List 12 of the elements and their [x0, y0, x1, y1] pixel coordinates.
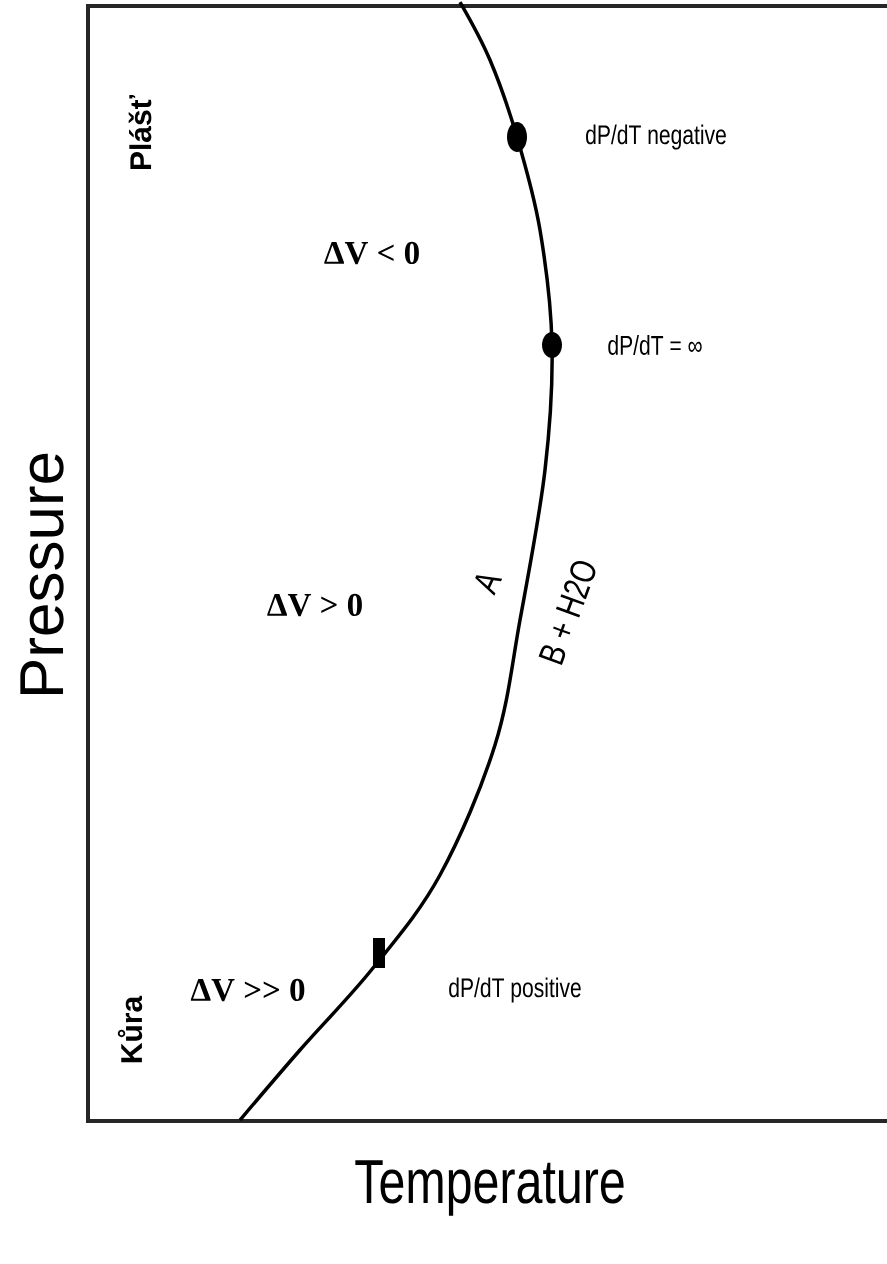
phase-label: A: [475, 575, 503, 596]
region-label: Plášť: [128, 94, 152, 170]
volume-change-label: ΔV >> 0: [190, 978, 305, 1002]
volume-change-label: ΔV > 0: [267, 593, 362, 617]
slope-label: dP/dT positive: [449, 977, 581, 1003]
region-label: Kůra: [117, 995, 143, 1063]
volume-change-label: ΔV < 0: [324, 241, 419, 265]
slope-label: dP/dT negative: [586, 124, 726, 150]
axis-label: Pressure: [20, 453, 64, 694]
axis-label: Temperature: [355, 1160, 624, 1216]
phase-label: B + H2O: [538, 561, 596, 666]
slope-label: dP/dT = ∞: [608, 335, 702, 355]
